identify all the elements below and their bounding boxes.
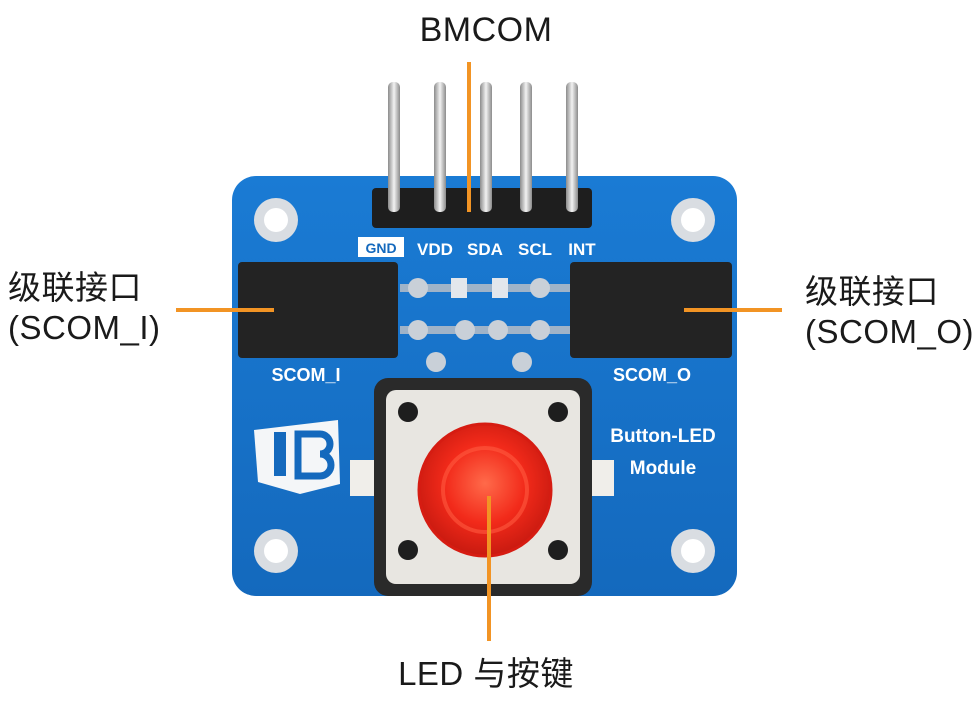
led-button-callout: LED 与按键 — [398, 655, 574, 692]
scom-in-connector — [238, 262, 398, 358]
callout-line-left — [176, 308, 274, 312]
scom-out-connector — [570, 262, 732, 358]
scom-in-callout-line1: 级联接口 — [8, 269, 142, 306]
bmcom-callout: BMCOM — [419, 11, 553, 49]
led-button — [350, 378, 614, 596]
scom-out-callout: 级联接口 (SCOM_O) — [805, 272, 972, 352]
callout-line-top — [467, 62, 471, 212]
pin-label-sda: SDA — [467, 240, 503, 259]
scom-in-callout-line2: (SCOM_I) — [8, 309, 161, 346]
scom-out-callout-line2: (SCOM_O) — [805, 313, 972, 350]
cascade-traces — [400, 278, 570, 372]
scom-in-label: SCOM_I — [271, 365, 340, 385]
pin-label-scl: SCL — [518, 240, 552, 259]
mounting-holes — [254, 198, 715, 573]
bm-logo-icon — [254, 420, 340, 494]
scom-out-label: SCOM_O — [613, 365, 691, 385]
pin-label-gnd: GND — [365, 240, 396, 256]
callout-line-right — [684, 308, 782, 312]
module-label-line1: Button-LED — [610, 426, 716, 447]
header-pins — [372, 82, 592, 228]
callout-line-bottom — [487, 496, 491, 641]
red-led-cap — [419, 424, 551, 556]
module-label-line2: Module — [630, 458, 697, 479]
scom-out-callout-line1: 级联接口 — [805, 273, 939, 310]
scom-in-callout: 级联接口 (SCOM_I) — [8, 268, 161, 348]
pin-label-vdd: VDD — [417, 240, 453, 259]
pin-label-int: INT — [568, 240, 596, 259]
